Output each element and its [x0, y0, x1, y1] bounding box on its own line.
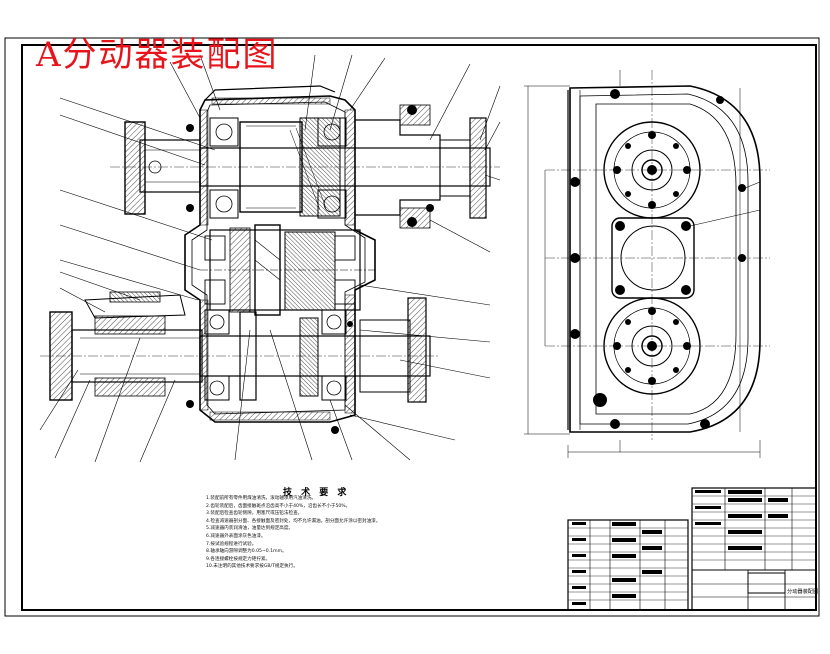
requirement-item: 1.装配前所有零件用煤油清洗，滚动轴承用汽油清洗。 [206, 496, 317, 501]
requirement-item: 3.装配后检查齿轮侧隙，用塞尺或压铅法检查。 [206, 511, 303, 517]
title-block-drawing-name: 分动器装配图 [787, 589, 819, 595]
requirement-item: 2.齿轮装配后，齿面接触斑点沿齿高不小于40%，沿齿长不小于50%。 [206, 503, 351, 509]
sheet-border [4, 37, 820, 617]
technical-requirements-list: 1.装配前所有零件用煤油清洗，滚动轴承用汽油清洗。 2.齿轮装配后，齿面接触斑点… [206, 495, 380, 571]
requirement-item: 7.按试验规程进行试验。 [206, 541, 257, 547]
requirement-item: 9.各连接螺栓按规定力矩拧紧。 [206, 556, 271, 562]
requirement-item: 8.轴承轴向游隙调整为0.05~0.1mm。 [206, 549, 287, 555]
requirement-item: 10.未注明的其他技术要求按GB/T规定执行。 [206, 564, 298, 570]
lower-shaft [49, 291, 431, 434]
intermediate-shaft [200, 224, 375, 316]
requirement-item: 4.检查减速器剖分面、各接触面及密封处，均不允许漏油。剖分面允许涂以密封油漆。 [206, 518, 381, 524]
upper-shaft [124, 104, 491, 229]
requirement-item: 6.减速器外表面涂灰色油漆。 [206, 533, 266, 539]
parts-list [567, 487, 817, 611]
section-view [39, 54, 501, 463]
side-view [524, 70, 770, 458]
drawing-frame [21, 44, 817, 611]
drawing-title: A分动器装配图 [36, 35, 279, 75]
technical-requirements-heading: 技 术 要 求 [283, 488, 350, 498]
requirement-item: 5.减速器内装润滑油，油量达到规定高度。 [206, 526, 294, 532]
